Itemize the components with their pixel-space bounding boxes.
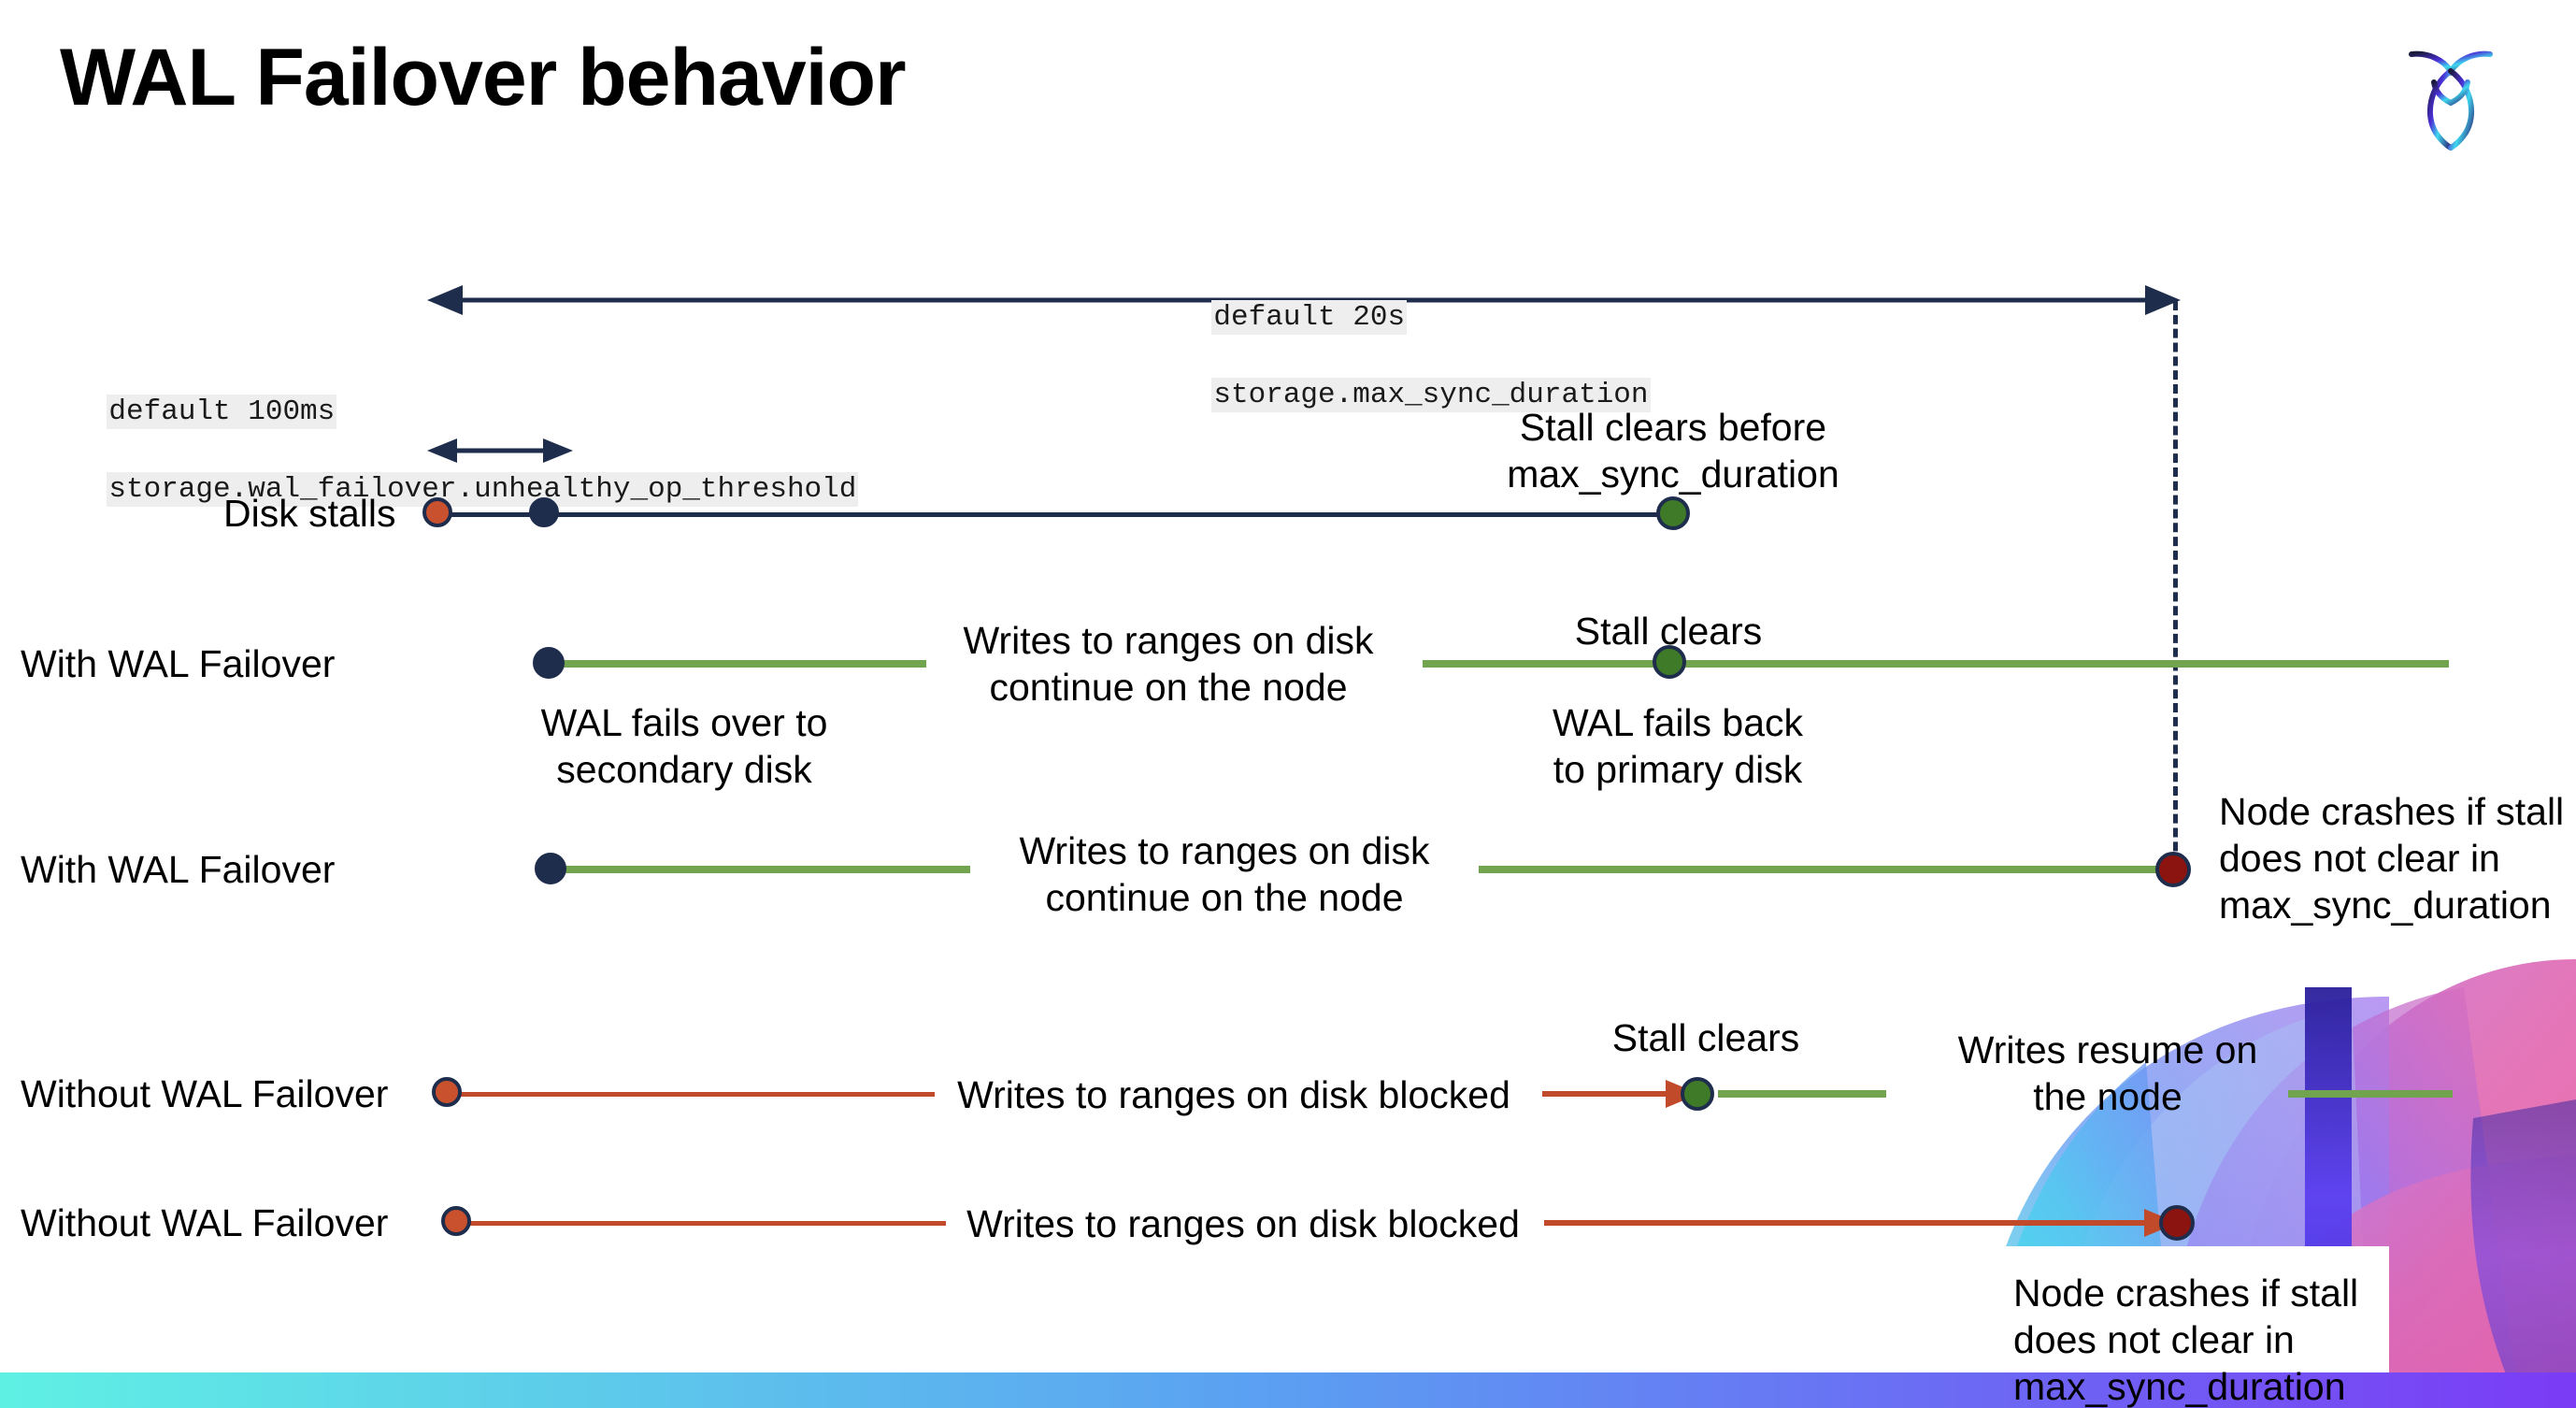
note-stall-clears-before: Stall clears before max_sync_duration [1507,406,1839,496]
with-failover-1-failover-dot [533,647,565,679]
unhealthy-op-threshold-span-arrow [425,434,575,467]
note-node-crashes-1: Node crashes if stall does not clear in … [2219,790,2565,927]
with-failover-1-segment-left [548,660,926,668]
without-failover-1-resume-segment [1718,1090,1886,1098]
with-failover-2-crash-dot [2155,852,2191,887]
disk-stalls-timeline [437,512,1673,517]
cockroach-logo-icon [2393,34,2509,151]
disk-stall-start-dot [422,497,452,527]
without-failover-2-blocked-left [458,1221,946,1226]
with-failover-2-segment-left [550,866,970,873]
without-failover-2-stall-dot [441,1206,471,1236]
disk-stall-clear-dot [1656,496,1690,530]
with-failover-1-stall-clear-dot [1653,645,1686,679]
note-wal-fails-over: WAL fails over to secondary disk [540,701,828,792]
note-writes-continue-1: Writes to ranges on disk continue on the… [963,619,1374,710]
with-failover-1-segment-right [1423,660,2449,668]
note-writes-blocked-1: Writes to ranges on disk blocked [957,1073,1510,1116]
without-failover-1-stall-clear-dot [1681,1077,1714,1111]
without-failover-2-crash-dot [2159,1205,2195,1241]
max-sync-setting-name: storage.max_sync_duration [1211,377,1651,412]
without-failover-1-blocked-left [449,1092,935,1097]
note-writes-resume: Writes resume on the node [1957,1028,2258,1119]
unhealthy-op-threshold-annotation: default 100ms storage.wal_failover.unhea… [37,353,859,548]
without-failover-1-resume-segment-far [2288,1090,2453,1098]
max-sync-duration-dashed-guide [2173,301,2178,879]
note-node-crashes-2: Node crashes if stall does not clear in … [2013,1272,2359,1408]
row-label-with-wal-failover-1: With WAL Failover [21,642,336,685]
row-label-disk-stalls: Disk stalls [223,492,396,535]
page-title: WAL Failover behavior [60,33,907,122]
without-failover-1-blocked-arrow [1542,1077,1701,1111]
row-label-without-wal-failover-2: Without WAL Failover [21,1201,389,1244]
note-wal-fails-back: WAL fails back to primary disk [1552,701,1804,792]
without-failover-1-stall-dot [432,1077,462,1107]
disk-stall-failover-dot [529,497,559,527]
without-failover-2-blocked-arrow [1544,1206,2180,1240]
note-stall-clears-1: Stall clears [1574,610,1763,653]
unhealthy-op-setting-name: storage.wal_failover.unhealthy_op_thresh… [107,471,859,507]
row-label-with-wal-failover-2: With WAL Failover [21,848,336,891]
note-writes-blocked-2: Writes to ranges on disk blocked [966,1202,1520,1245]
max-sync-default-value: default 20s [1211,299,1408,335]
unhealthy-op-default-value: default 100ms [107,394,337,429]
with-failover-2-failover-dot [535,853,566,884]
row-label-without-wal-failover-1: Without WAL Failover [21,1072,389,1115]
note-writes-continue-2: Writes to ranges on disk continue on the… [1019,829,1430,920]
max-sync-duration-annotation: default 20s storage.max_sync_duration [1142,259,1651,453]
note-stall-clears-2: Stall clears [1611,1016,1800,1059]
with-failover-2-segment-right [1479,866,2170,873]
bottom-gradient-bar [0,1372,2576,1408]
